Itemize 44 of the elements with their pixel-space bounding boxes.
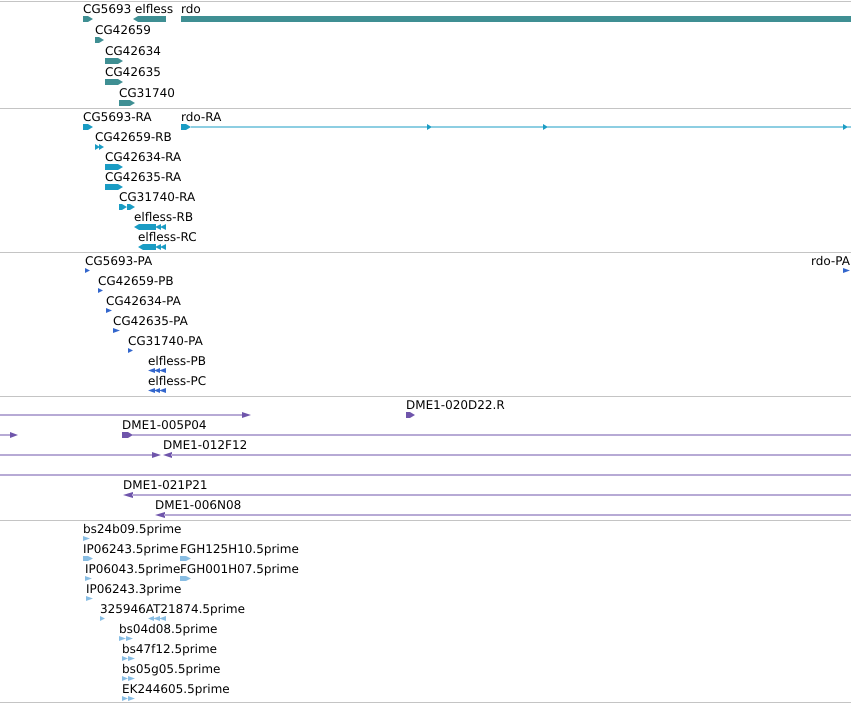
feature-label: CG42635-PA [113, 314, 188, 328]
feature-label: CG5693 [83, 2, 132, 16]
feature-label: bs05g05.5prime [122, 662, 220, 676]
feature-label: CG31740 [119, 86, 175, 100]
feature-label: CG5693-RA [83, 110, 152, 124]
feature-label: bs47f12.5prime [122, 642, 218, 656]
feature-label: elfless-RC [138, 230, 197, 244]
feature-label: CG42634 [105, 44, 161, 58]
feature-label: FGH001H07.5prime [180, 562, 299, 576]
feature-label: CG42634-PA [106, 294, 181, 308]
feature-label: elfless-PC [148, 374, 206, 388]
feature-label: CG5693-PA [85, 254, 152, 268]
feature-label: DME1-021P21 [123, 478, 208, 492]
feature-label: rdo [181, 2, 201, 16]
feature-label: IP06243.3prime [86, 582, 182, 596]
clone-glyph [0, 452, 161, 458]
feature-label: rdo-PA [811, 254, 850, 268]
feature-label: CG42635-RA [105, 170, 182, 184]
feature-label: DME1-012F12 [163, 438, 248, 452]
clone-glyph [0, 432, 18, 438]
est-read-glyph [148, 616, 166, 621]
feature-label: DME1-005P04 [122, 418, 207, 432]
feature-label: rdo-RA [181, 110, 222, 124]
feature-label: CG42659-PB [98, 274, 174, 288]
feature-label: EK244605.5prime [122, 682, 230, 696]
clone-glyph [0, 472, 851, 478]
feature-label: DME1-006N08 [155, 498, 242, 512]
feature-label: 325946AT21874.5prime [100, 602, 245, 616]
feature-label: CG42659-RB [95, 130, 172, 144]
feature-label: bs24b09.5prime [83, 522, 182, 536]
feature-label: CG42635 [105, 65, 161, 79]
feature-label: elfless-PB [148, 354, 206, 368]
feature-label: IP06043.5prime [85, 562, 180, 576]
feature-label: elfless [135, 2, 174, 16]
feature-label: FGH125H10.5prime [180, 542, 299, 556]
feature-label: CG42634-RA [105, 150, 182, 164]
feature-label: CG31740-PA [128, 334, 203, 348]
feature-label: bs04d08.5prime [119, 622, 218, 636]
clone-glyph [0, 412, 251, 418]
feature-label: CG42659 [95, 23, 151, 37]
feature-label: CG31740-RA [119, 190, 196, 204]
feature-label: DME1-020D22.R [406, 398, 505, 412]
feature-label: IP06243.5prime [83, 542, 178, 556]
feature-label: elfless-RB [134, 210, 194, 224]
